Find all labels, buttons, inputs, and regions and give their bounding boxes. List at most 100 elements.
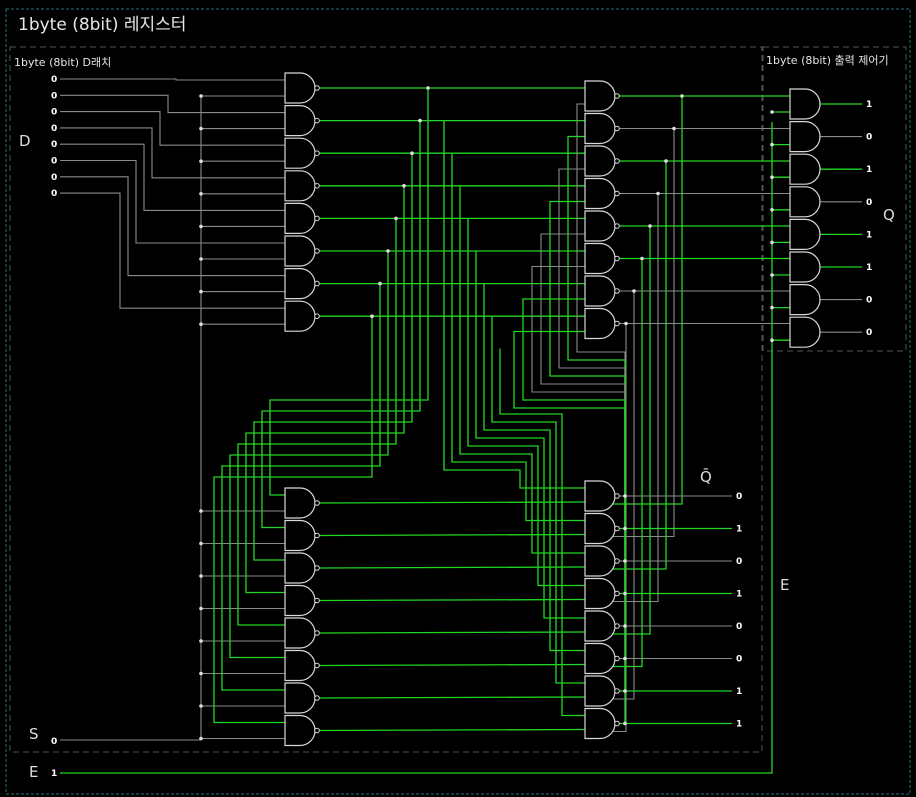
junction-dot	[623, 721, 627, 726]
q-bit-3: 0	[866, 198, 872, 208]
latch-lower-out-0	[318, 501, 586, 504]
junction-dot	[770, 208, 774, 212]
junction-dot	[199, 541, 203, 546]
junction-dot	[770, 142, 774, 147]
qbar-feedback-7	[513, 330, 626, 724]
latch-input-nand-7-bubble	[314, 313, 320, 320]
junction-dot	[386, 249, 390, 253]
junction-dot	[199, 224, 203, 229]
junction-dot	[199, 736, 203, 741]
latch-input-nand-4-bubble	[314, 215, 320, 222]
latch-input-nand-3	[284, 170, 316, 202]
latch-feed-1	[261, 120, 421, 529]
qbar-bit-2: 0	[736, 557, 742, 567]
junction-dot	[199, 159, 203, 163]
cross-bundle-3	[467, 218, 585, 587]
junction-dot	[640, 256, 644, 261]
junction-dot	[623, 526, 627, 531]
sr-q-nand-5-bubble	[614, 255, 620, 262]
latch-feed-3	[245, 185, 405, 594]
d-latch-frame	[9, 46, 763, 753]
junction-dot	[199, 257, 203, 261]
latch-lower-nand-1-bubble	[314, 532, 320, 539]
d-input-bit-3: 0	[51, 124, 57, 134]
cross-bundle-1	[451, 153, 585, 522]
latch-input-nand-6	[284, 268, 316, 300]
e-input-bit: 1	[51, 769, 57, 779]
latch-input-nand-1-bubble	[314, 117, 320, 124]
junction-dot	[418, 118, 422, 123]
junction-dot	[410, 151, 414, 155]
sr-qbar-nand-3	[584, 577, 616, 610]
junction-dot	[664, 159, 668, 163]
junction-dot	[770, 240, 774, 245]
sr-qbar-nand-4-bubble	[614, 623, 620, 629]
latch-lower-nand-0	[284, 487, 316, 519]
q-bit-2: 1	[866, 165, 872, 175]
latch-input-nand-7	[284, 300, 316, 332]
latch-lower-nand-4	[284, 617, 316, 649]
junction-dot	[199, 639, 203, 643]
qbar-bit-4: 0	[736, 622, 742, 632]
d-input-wire-6	[60, 176, 285, 277]
junction-dot	[672, 126, 676, 131]
sr-qbar-nand-5-bubble	[614, 655, 620, 662]
out-and-7	[789, 316, 821, 348]
sr-qbar-nand-5	[584, 642, 616, 675]
d-input-wire-4	[60, 143, 285, 211]
sr-q-nand-3	[584, 177, 616, 210]
sr-qbar-nand-7	[584, 707, 616, 740]
latch-input-nand-2-bubble	[314, 150, 320, 156]
sr-q-nand-6-bubble	[614, 288, 620, 294]
d-input-wire-1	[60, 94, 285, 114]
junction-dot	[199, 509, 203, 513]
latch-input-nand-5-bubble	[314, 248, 320, 254]
latch-input-nand-6-bubble	[314, 280, 320, 287]
latch-feed-4	[237, 218, 397, 626]
q-bit-6: 0	[866, 296, 872, 306]
latch-lower-nand-3-bubble	[314, 597, 320, 604]
latch-feed-6	[221, 283, 381, 691]
junction-dot	[199, 322, 203, 327]
latch-lower-nand-7-bubble	[314, 727, 320, 734]
latch-input-nand-0	[284, 72, 316, 104]
q-bit-7: 0	[866, 328, 872, 338]
latch-lower-nand-3	[284, 584, 316, 617]
latch-input-nand-1	[284, 105, 316, 137]
latch-input-nand-5	[284, 235, 316, 267]
sr-qbar-nand-7-bubble	[614, 720, 620, 727]
junction-dot	[199, 704, 203, 708]
junction-dot	[370, 314, 374, 319]
latch-lower-out-2	[318, 566, 586, 569]
junctions	[199, 86, 774, 741]
sr-q-nand-3-bubble	[614, 190, 620, 197]
d-input-wire-5	[60, 159, 285, 244]
s-label: S	[29, 725, 39, 743]
out-and-0	[789, 88, 821, 120]
sr-q-nand-2	[584, 145, 616, 177]
junction-dot	[680, 94, 684, 98]
junction-dot	[623, 689, 627, 693]
latch-lower-nand-5-bubble	[314, 662, 320, 669]
junction-dot	[199, 126, 203, 131]
latch-lower-nand-2-bubble	[314, 565, 320, 571]
qbar-bit-1: 1	[736, 525, 742, 535]
junction-dot	[199, 94, 203, 98]
out-and-4	[789, 218, 821, 250]
latch-input-nand-0-bubble	[314, 85, 320, 91]
register-frame	[5, 8, 911, 795]
sr-qbar-nand-3-bubble	[614, 590, 620, 597]
d-input-bit-0: 0	[51, 75, 57, 85]
d-input-bit-2: 0	[51, 108, 57, 118]
out-and-3	[789, 186, 821, 218]
sr-q-nand-2-bubble	[614, 158, 620, 164]
d-input-wire-7	[60, 192, 285, 309]
q-bit-0: 1	[866, 100, 872, 110]
qbar-bit-6: 1	[736, 687, 742, 697]
junction-dot	[770, 305, 774, 310]
sr-qbar-nand-2	[584, 545, 616, 577]
junction-dot	[623, 494, 627, 498]
q-feedback-1	[585, 128, 675, 538]
d-label: D	[19, 132, 31, 150]
latch-feed-5	[229, 251, 389, 659]
